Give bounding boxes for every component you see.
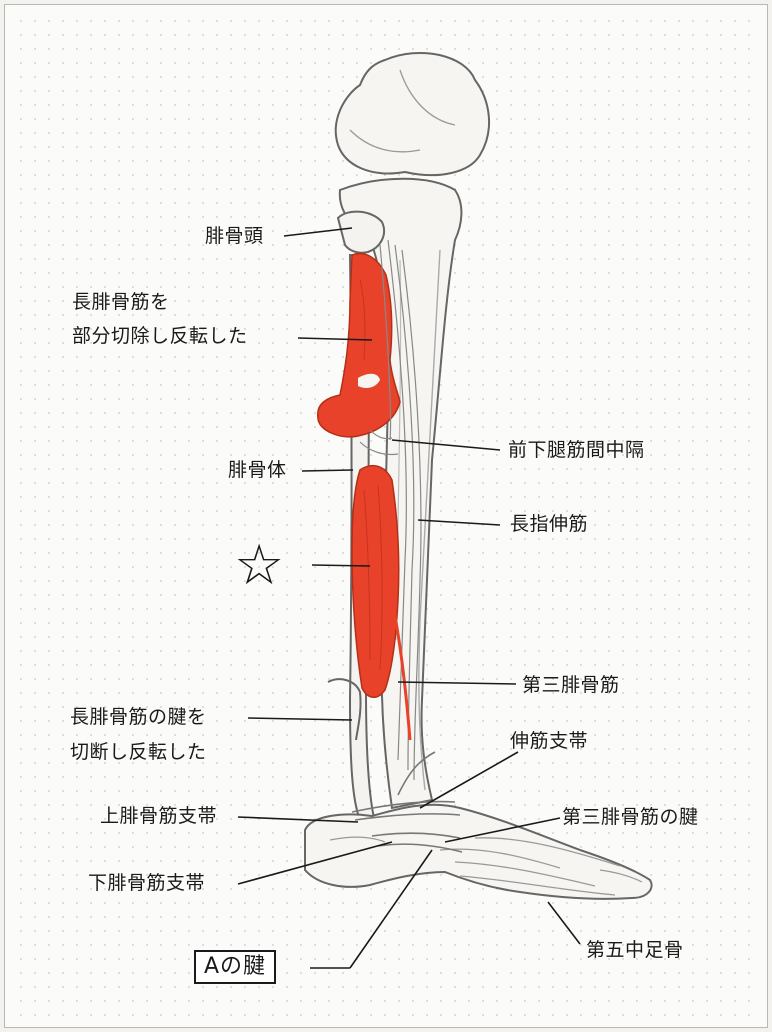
foot-bones	[304, 803, 653, 900]
anterior-septum-label: 前下腿筋間中隔	[508, 439, 645, 461]
extensor-digitorum-fibers	[359, 239, 422, 781]
ext-digitorum-longus-label: 長指伸筋	[510, 513, 589, 535]
fibular-body-label: 腓骨体	[228, 459, 287, 481]
superior-retinaculum-label: 上腓骨筋支帯	[100, 805, 218, 827]
fibular-head-label: 腓骨頭	[205, 225, 264, 247]
peroneus-longus-cut-muscle	[317, 252, 401, 438]
inferior-retinaculum-label: 下腓骨筋支帯	[88, 872, 206, 894]
leader-lines	[237, 227, 581, 969]
longus-tendon-label-line1: 長腓骨筋の腱を	[70, 706, 207, 728]
star-marker: ☆	[234, 533, 285, 598]
femur-condyle	[334, 52, 491, 177]
peroneus-brevis-muscle	[351, 464, 412, 741]
fifth-metatarsal-label: 第五中足骨	[586, 939, 684, 961]
longus-tendon-label-line2: 切断し反転した	[70, 741, 207, 763]
retinaculum-bands	[351, 751, 463, 853]
tertius-tendon-label: 第三腓骨筋の腱	[562, 806, 699, 828]
longus-cut-label-line2: 部分切除し反転した	[72, 325, 248, 347]
longus-cut-label-line1: 長腓骨筋を	[72, 291, 170, 313]
peroneus-tertius-label: 第三腓骨筋	[522, 674, 620, 696]
extensor-retinaculum-label: 伸筋支帯	[510, 730, 589, 752]
tendon-a-label: Aの腱	[194, 950, 277, 984]
